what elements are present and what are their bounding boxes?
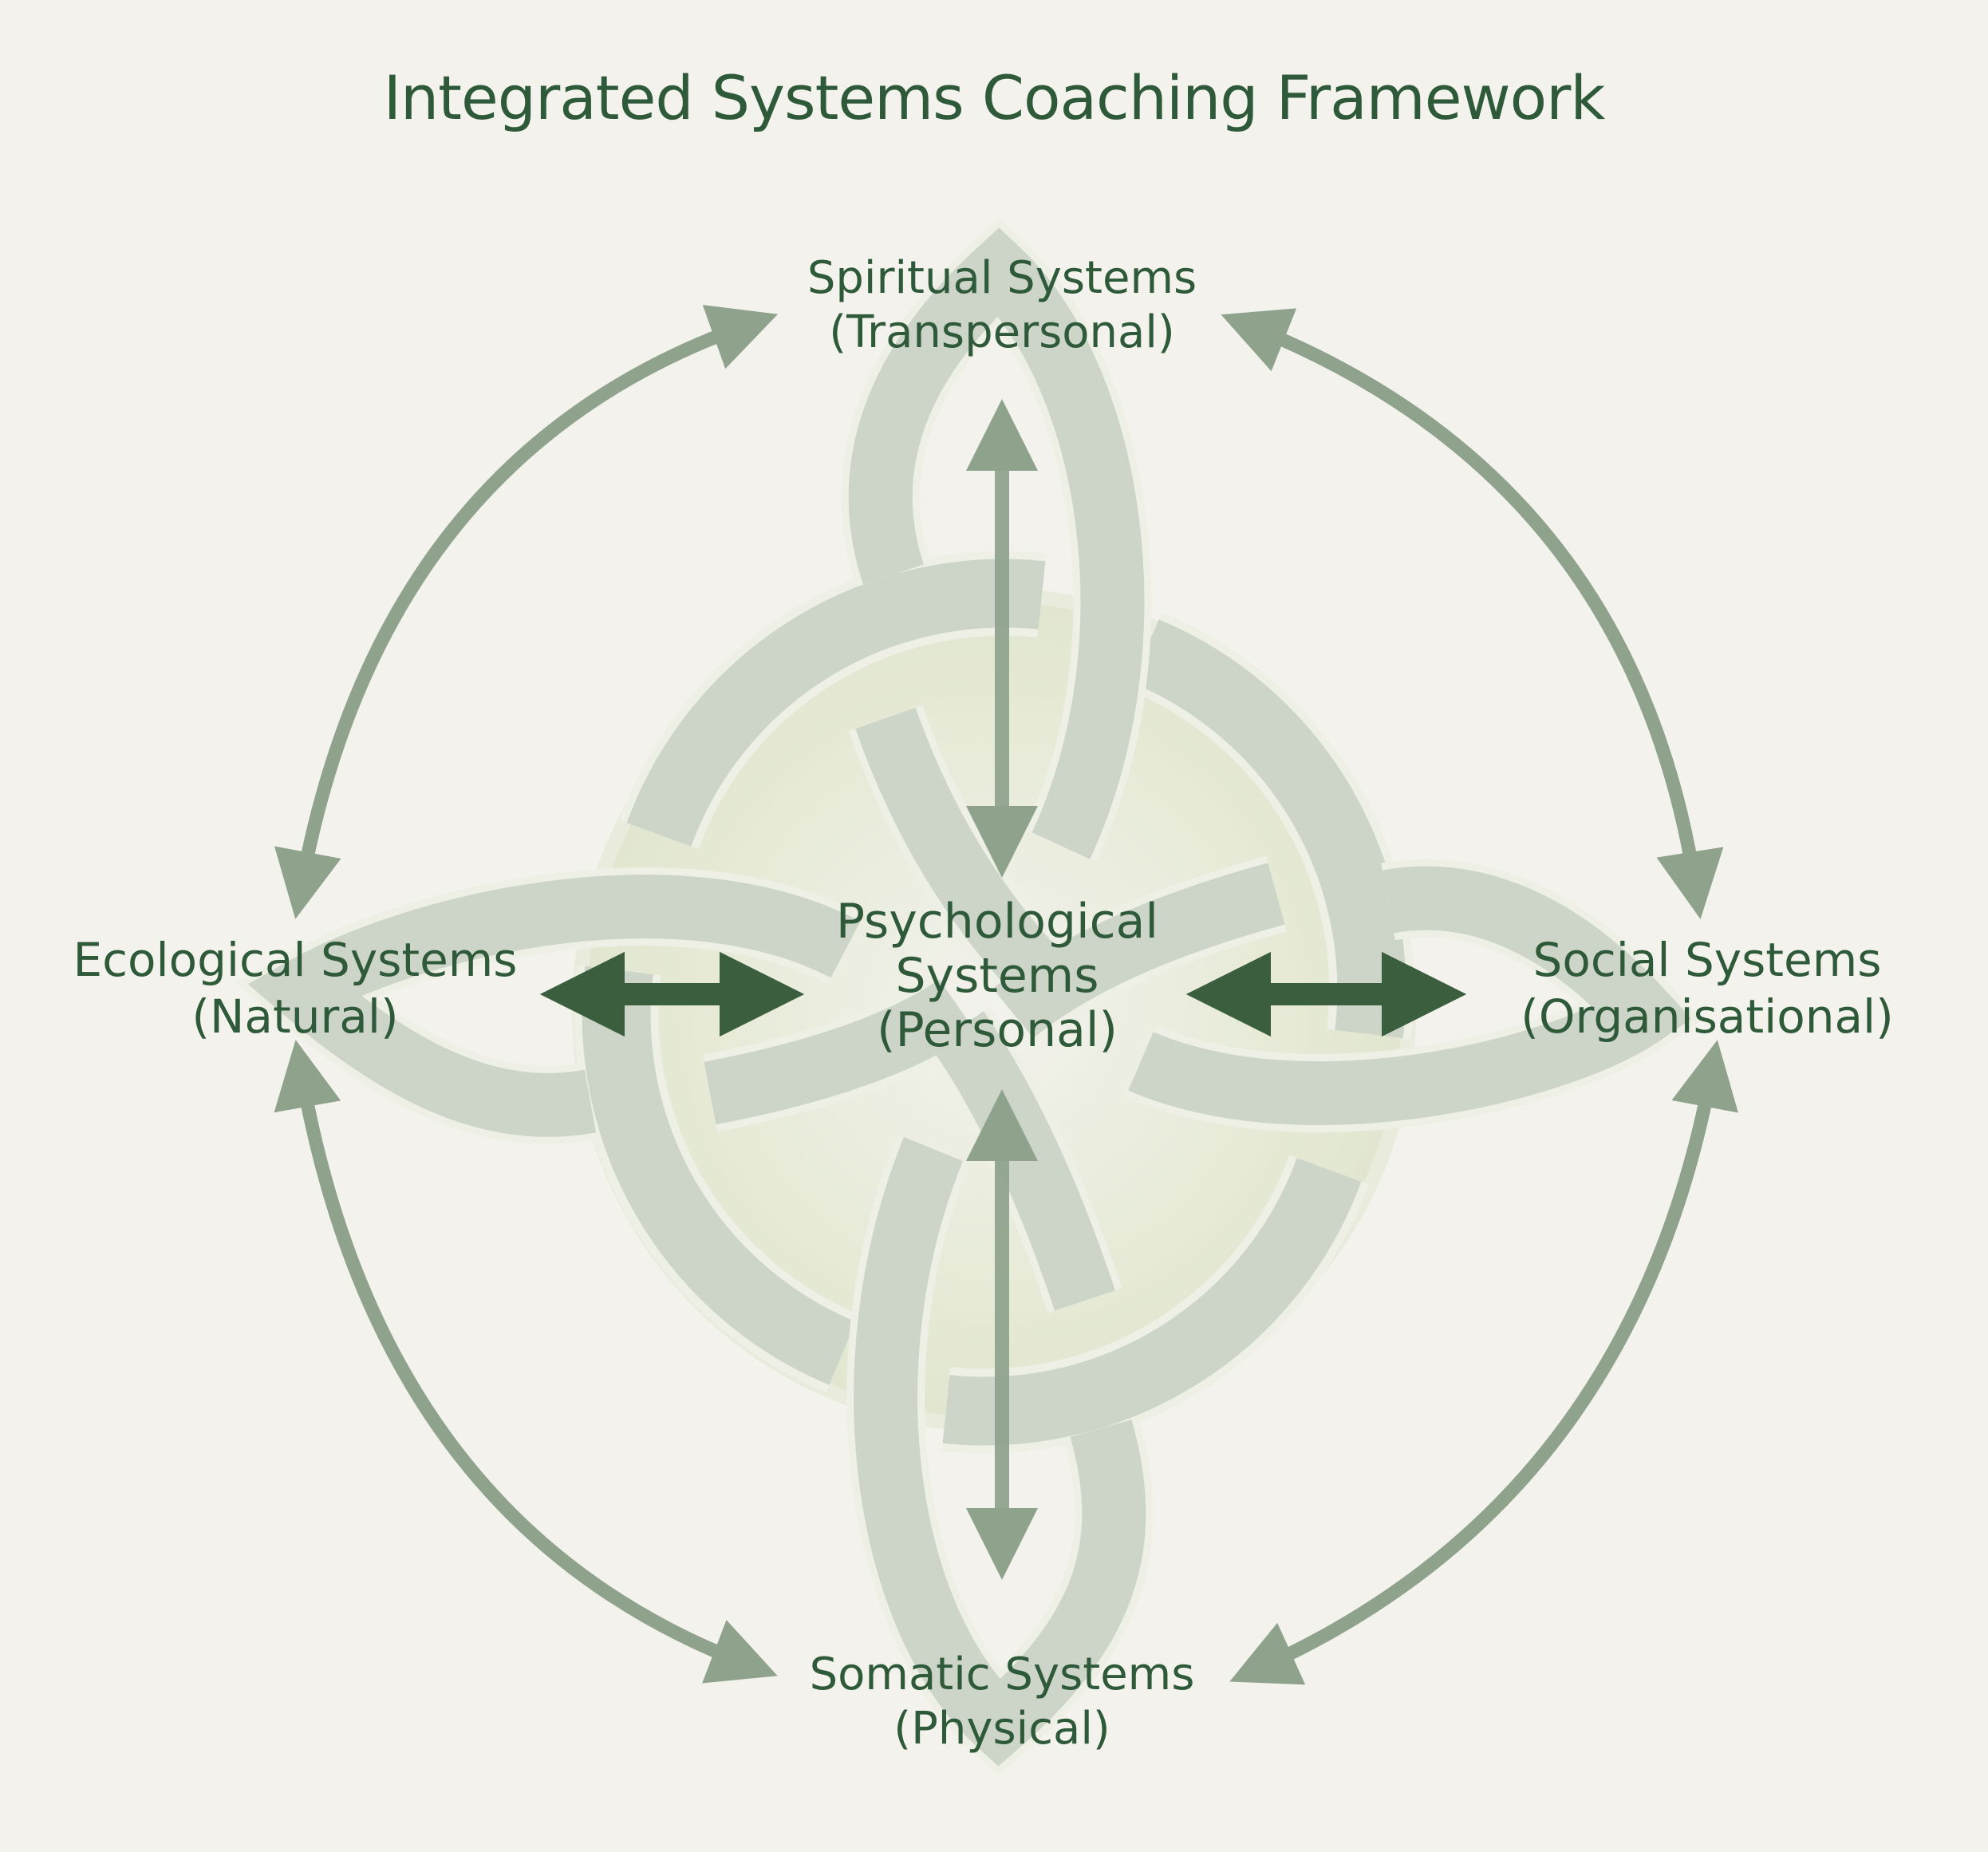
- node-somatic-subtitle: (Physical): [893, 1703, 1110, 1755]
- node-ecological-subtitle: (Natural): [191, 989, 399, 1044]
- node-spiritual-subtitle: (Transpersonal): [829, 306, 1175, 359]
- arrow-social-somatic: [1229, 1040, 1738, 1685]
- node-somatic-systems: Somatic Systems (Physical): [755, 1648, 1249, 1757]
- arrow-spiritual-ecological: [274, 305, 779, 919]
- page-title: Integrated Systems Coaching Framework: [383, 62, 1606, 133]
- node-ecological-title: Ecological Systems: [73, 933, 518, 987]
- arrow-ecological-somatic: [274, 1040, 778, 1684]
- node-social-subtitle: (Organisational): [1521, 989, 1894, 1044]
- node-social-title: Social Systems: [1532, 933, 1882, 987]
- node-ecological-systems: Ecological Systems (Natural): [48, 932, 542, 1045]
- node-psychological-subtitle: (Personal): [877, 1001, 1118, 1058]
- outer-arrows: [274, 305, 1738, 1685]
- node-spiritual-systems: Spiritual Systems (Transpersonal): [755, 251, 1249, 361]
- node-somatic-title: Somatic Systems: [809, 1649, 1195, 1700]
- node-spiritual-title: Spiritual Systems: [807, 252, 1197, 304]
- node-social-systems: Social Systems (Organisational): [1460, 932, 1954, 1045]
- arrow-spiritual-social: [1221, 308, 1724, 919]
- node-psychological-systems: Psychological Systems (Personal): [758, 894, 1237, 1058]
- node-psychological-title: Psychological: [835, 894, 1159, 950]
- node-psychological-title-2: Systems: [895, 947, 1099, 1004]
